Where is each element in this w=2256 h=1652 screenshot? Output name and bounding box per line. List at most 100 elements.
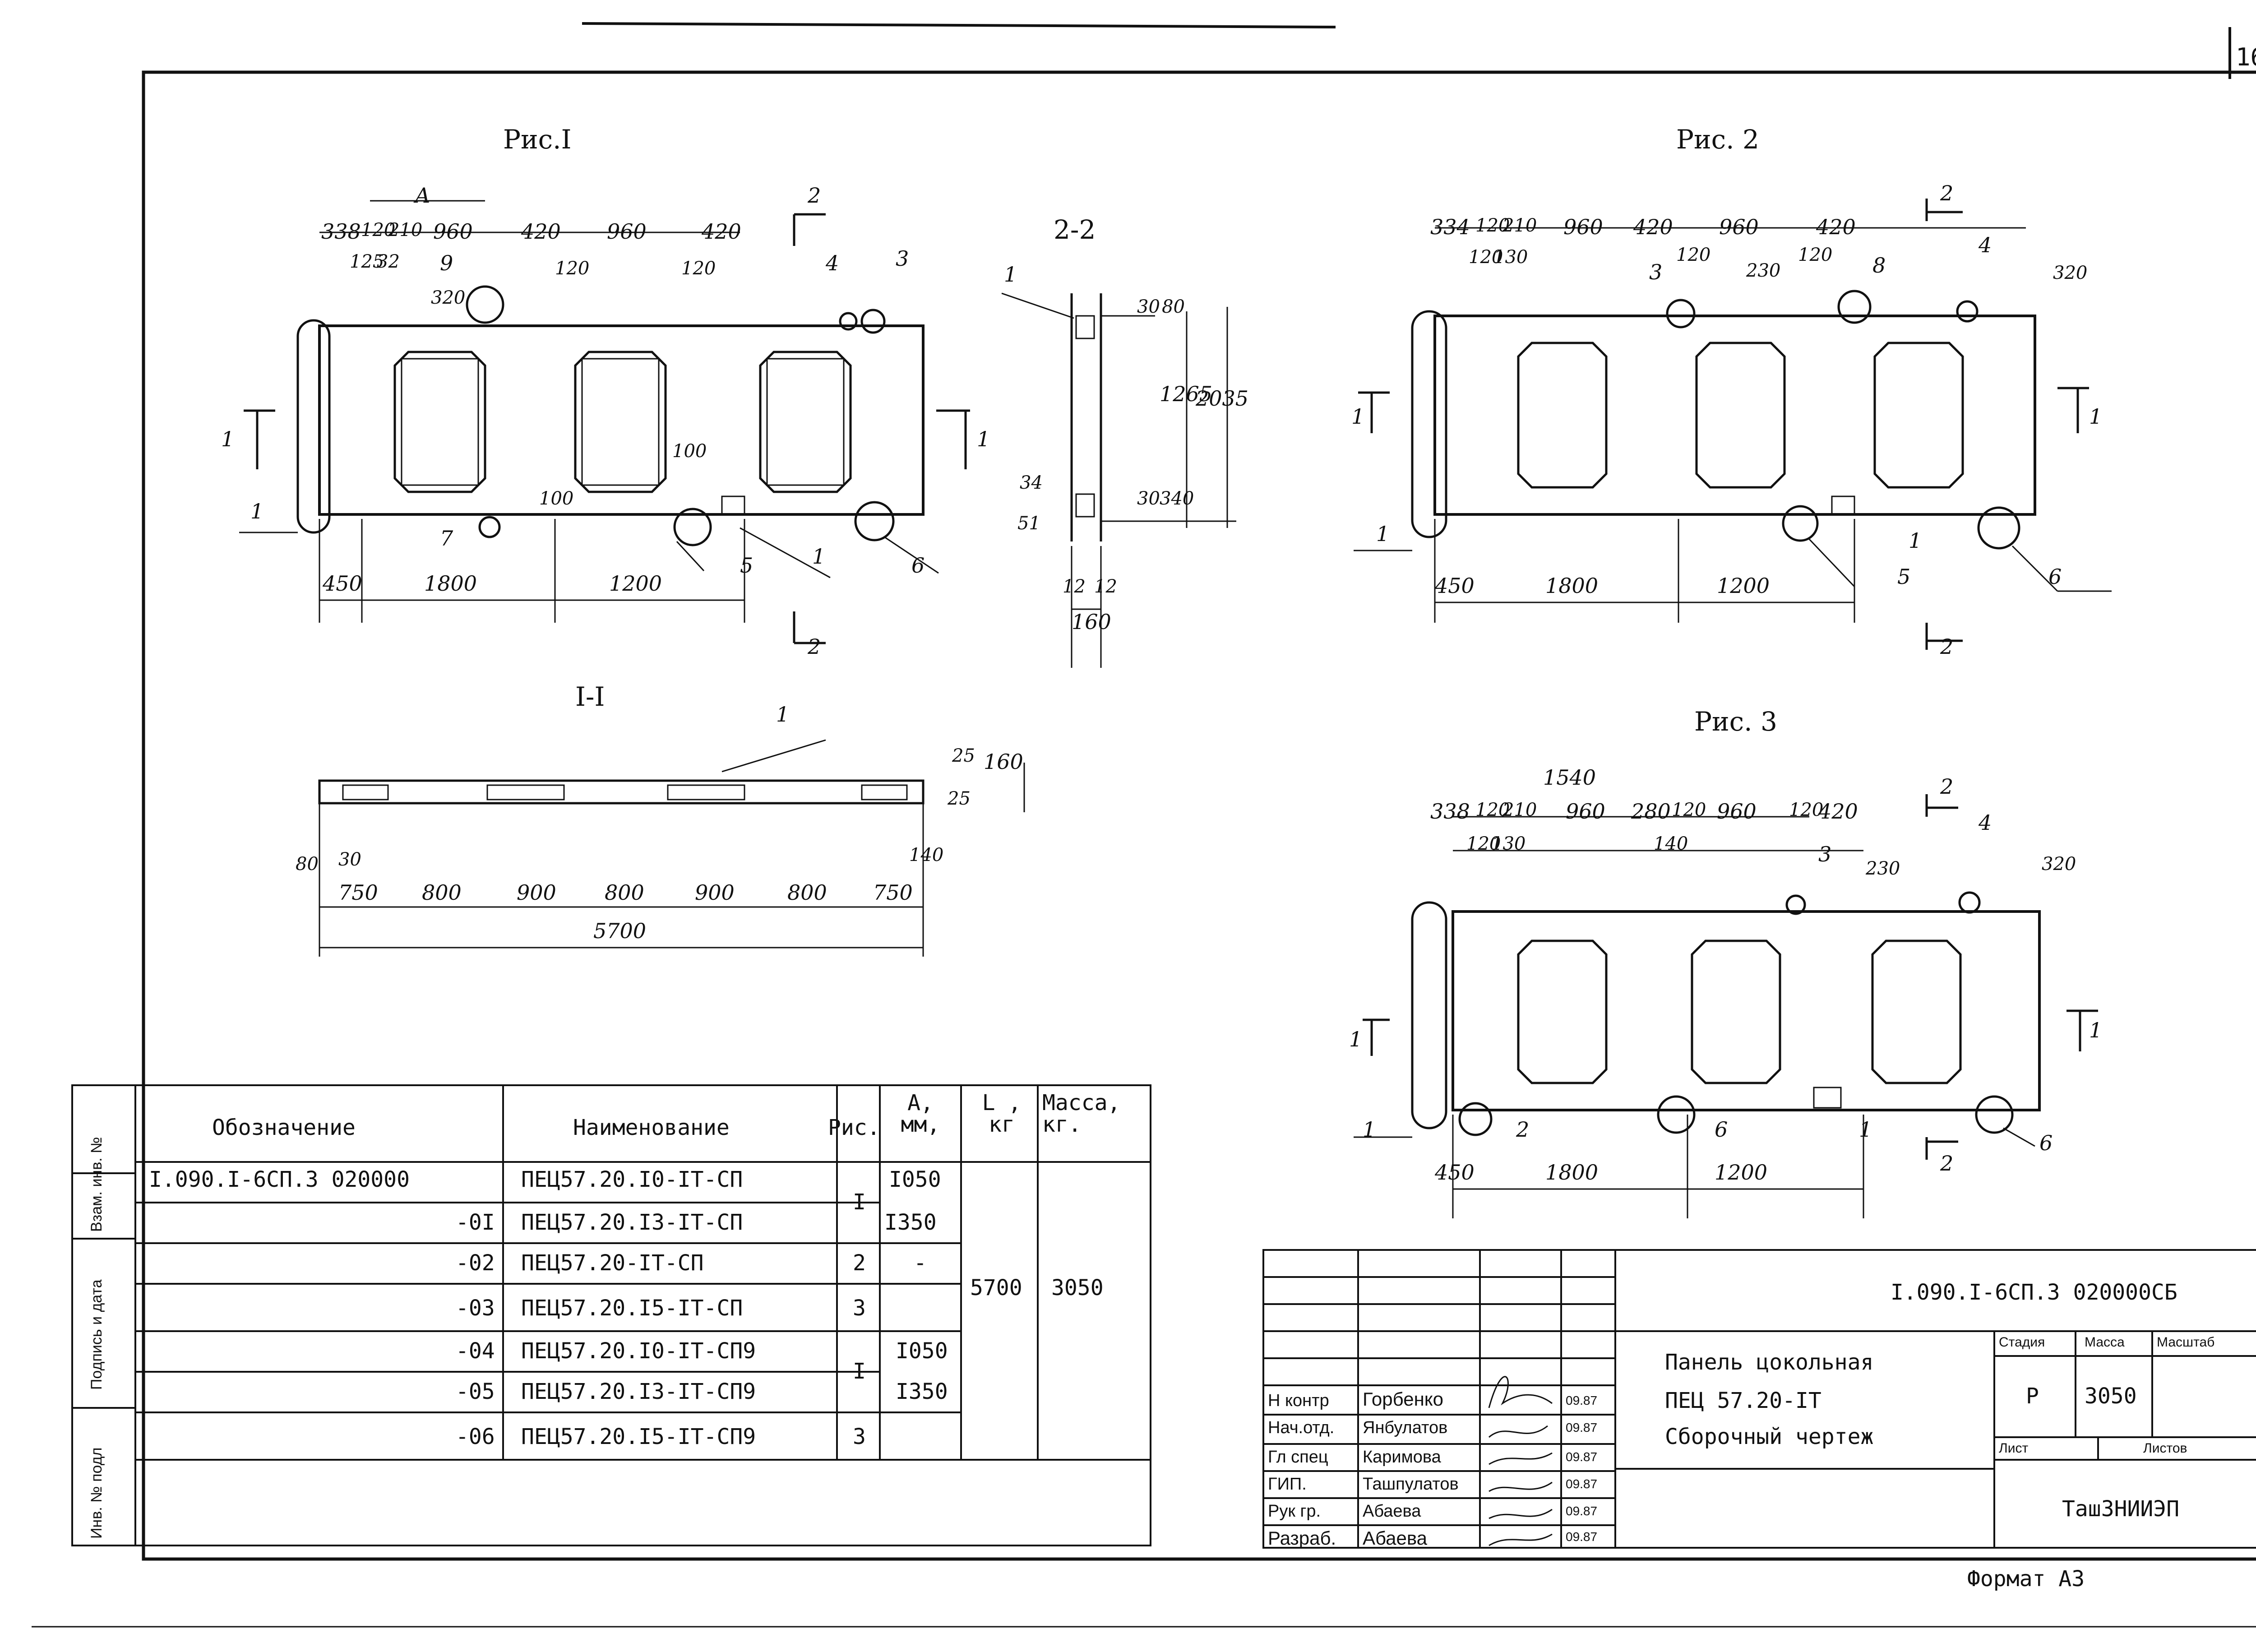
fig2-callout-1-left: 1 (1376, 522, 1390, 546)
spec-row-4-name: ПЕЦ57.20.I0-IT-СП9 (521, 1338, 756, 1364)
fig3-callout-3: 3 (1818, 842, 1832, 866)
spec-header-a: А, мм, (901, 1090, 940, 1137)
tb-role-1: Нач.отд. (1268, 1418, 1335, 1437)
fig2-callout-3: 3 (1649, 260, 1663, 284)
spec-row-0-designation: I.090.I-6СП.3 020000 (149, 1167, 410, 1192)
fig3-dim-450: 450 (1435, 1160, 1475, 1185)
section11-dim-140: 140 (909, 845, 944, 865)
page-number: 16 (2236, 43, 2256, 71)
fig1-dim-120b: 120 (555, 258, 590, 279)
spec-row-5-name: ПЕЦ57.20.I3-IT-СП9 (521, 1379, 756, 1404)
spec-row-6-designation: -06 (456, 1424, 495, 1449)
tb-sheets-label: Листов (2143, 1441, 2187, 1456)
fig3-callout-2: 2 (1516, 1117, 1530, 1142)
fig3-title: Рис. 3 (1694, 706, 1777, 737)
section22-dim-12a: 12 (1063, 576, 1086, 597)
spec-row-0-name: ПЕЦ57.20.I0-IT-СП (521, 1167, 743, 1192)
spec-row-3-name: ПЕЦ57.20.I5-IT-СП (521, 1296, 743, 1321)
fig2-section-1-right: 1 (2089, 404, 2103, 429)
section-1-1 (318, 739, 1025, 957)
tb-person-3: Ташпулатов (1363, 1475, 1459, 1494)
tb-name-1: Панель цокольная (1665, 1350, 1874, 1375)
fig1-dim-960b: 960 (607, 219, 647, 244)
fig3-dim-1540: 1540 (1543, 765, 1596, 790)
fig2-dim-1200: 1200 (1717, 574, 1770, 598)
fig2-dim-120c: 120 (1676, 245, 1711, 265)
spec-merged-l: 5700 (970, 1275, 1022, 1300)
spec-row-3-designation: -03 (456, 1296, 495, 1321)
fig2-callout-4: 4 (1979, 233, 1992, 257)
fig1-dim-450: 450 (323, 571, 362, 596)
spec-header-fig: Рис. (828, 1115, 880, 1140)
fig3-section-2-top: 2 (1940, 774, 1954, 799)
signatures (1488, 1376, 1553, 1546)
fig1-dim-120c: 120 (681, 258, 716, 279)
fig3-dim-960b: 960 (1717, 799, 1757, 824)
section11-dim-30: 30 (338, 849, 361, 870)
section11-dim-900a: 900 (517, 880, 556, 905)
section11-dim-25b: 25 (948, 788, 971, 809)
fig3-dim-338: 338 (1430, 799, 1470, 824)
fig2-dim-334: 334 (1430, 215, 1470, 239)
spec-row-4-designation: -04 (456, 1338, 495, 1364)
fig3-dim-230: 230 (1866, 858, 1900, 879)
section11-dim-80: 80 (296, 854, 319, 875)
side-label-inv: Инв. № подл (88, 1447, 105, 1539)
tb-person-2: Каримова (1363, 1448, 1441, 1467)
fig3-callout-1-left: 1 (1363, 1117, 1376, 1142)
section22-dim-51: 51 (1017, 513, 1040, 534)
fig2-callout-1-right: 1 (1909, 528, 1922, 553)
tb-date-0: 09.87 (1566, 1393, 1598, 1407)
fig1-callout-3: 3 (896, 246, 909, 271)
fig3-section-1-left: 1 (1349, 1027, 1363, 1051)
section11-dim-5700: 5700 (593, 919, 647, 943)
section11-dim-800c: 800 (787, 880, 827, 905)
spec-row-6-name: ПЕЦ57.20.I5-IT-СП9 (521, 1424, 756, 1449)
fig1-dim-1200: 1200 (609, 571, 662, 596)
tb-name-3: Сборочный чертеж (1665, 1424, 1874, 1449)
section11-dim-800a: 800 (422, 880, 462, 905)
tb-role-0: Н контр (1268, 1391, 1329, 1410)
tb-role-3: ГИП. (1268, 1475, 1307, 1494)
fig1-title: Рис.I (503, 124, 572, 155)
fig1-dim-32: 32 (377, 251, 400, 272)
fig1-callout-4: 4 (826, 251, 839, 275)
fig2-callout-6: 6 (2048, 565, 2062, 589)
fig1-dim-420b: 420 (702, 219, 741, 244)
spec-row-2-name: ПЕЦ57.20-IT-СП (521, 1250, 704, 1276)
section22-dim-30: 30 (1137, 296, 1160, 317)
section22-callout-1: 1 (1004, 262, 1017, 287)
fig1-dim-1800: 1800 (424, 571, 477, 596)
section22-dim-160: 160 (1072, 610, 1111, 634)
fig3-dim-1200: 1200 (1715, 1160, 1768, 1185)
section11-dim-160: 160 (984, 750, 1023, 774)
fig2-panel (1354, 199, 2112, 650)
tb-role-2: Гл спец (1268, 1448, 1328, 1467)
fig3-dim-120: 120 (1475, 800, 1510, 820)
tb-stage-label: Стадия (1999, 1335, 2045, 1350)
fig2-dim-320: 320 (2053, 263, 2088, 283)
tb-person-4: Абаева (1363, 1502, 1421, 1521)
fig1-section-2-bottom: 2 (808, 634, 821, 659)
tb-role-4: Рук гр. (1268, 1502, 1321, 1521)
fig2-dim-130: 130 (1493, 247, 1528, 268)
fig3-dim-140: 140 (1654, 833, 1688, 854)
fig1-callout-1-right: 1 (812, 544, 826, 569)
fig3-dim-320: 320 (2042, 854, 2076, 875)
section22-dim-1265: 1265 (1160, 382, 1213, 406)
fig2-dim-960a: 960 (1563, 215, 1603, 239)
fig1-dim-338: 338 (321, 219, 361, 244)
fig3-dim-130: 130 (1491, 833, 1526, 854)
tb-code: I.090.I-6СП.3 020000СБ (1891, 1280, 2177, 1305)
tb-mass: 3050 (2085, 1384, 2137, 1409)
fig2-dim-120d: 120 (1798, 245, 1833, 265)
spec-row-0-a: I050 (889, 1167, 941, 1192)
tb-date-1: 09.87 (1566, 1421, 1598, 1435)
tb-person-0: Горбенко (1363, 1388, 1443, 1410)
fig3-dim-960a: 960 (1566, 799, 1605, 824)
fig3-panel (1354, 794, 2098, 1218)
fig1-callout-5: 5 (740, 553, 754, 578)
fig1-dim-420a: 420 (521, 219, 561, 244)
fig1-callout-6: 6 (911, 553, 925, 578)
spec-row-5-a: I350 (896, 1379, 948, 1404)
